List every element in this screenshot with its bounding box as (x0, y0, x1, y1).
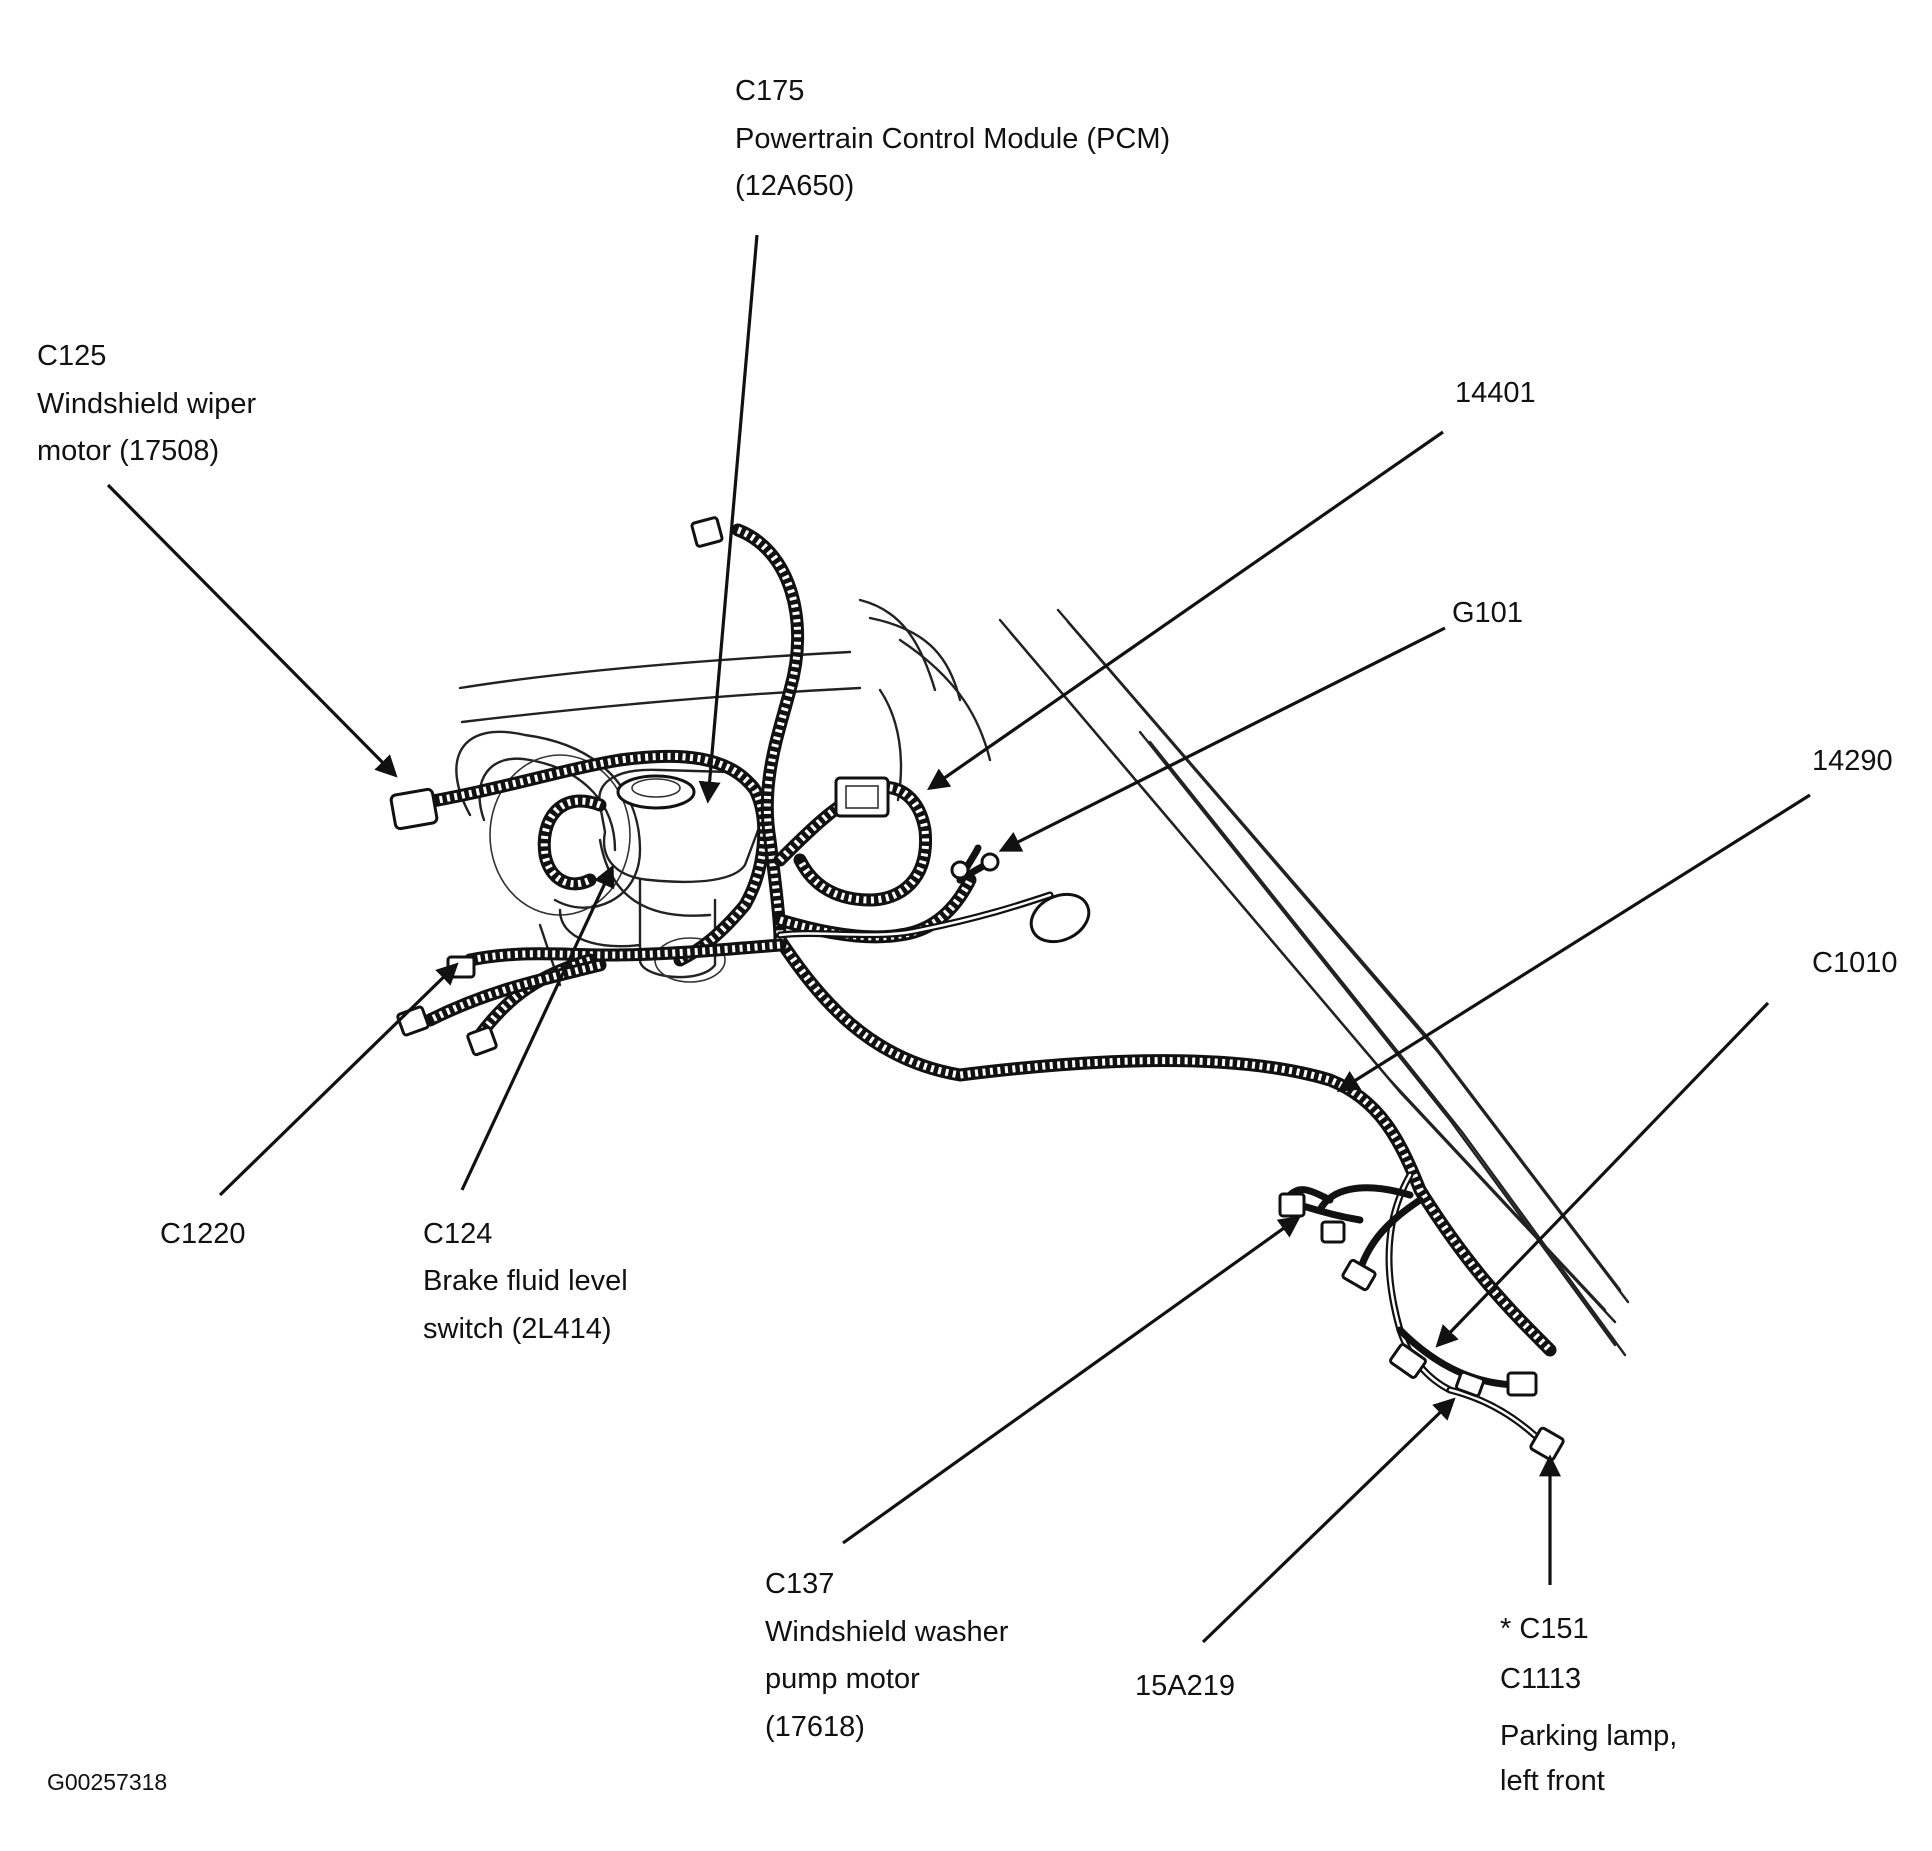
svg-text:Brake fluid level: Brake fluid level (423, 1265, 628, 1297)
svg-text:* C151: * C151 (1500, 1613, 1589, 1645)
callout-c1220: C1220 (160, 1218, 245, 1250)
svg-text:Windshield wiper: Windshield wiper (37, 388, 257, 420)
leader-15a219 (1201, 1397, 1456, 1644)
svg-text:G101: G101 (1452, 597, 1523, 629)
svg-text:left front: left front (1500, 1765, 1605, 1797)
leader-c1010 (1435, 1001, 1770, 1348)
callout-c151: * C151 C1113 Parking lamp, left front (1500, 1613, 1677, 1797)
leader-g101 (998, 626, 1446, 852)
svg-text:C125: C125 (37, 340, 106, 372)
callout-c137: C137 Windshield washer pump motor (17618… (765, 1568, 1009, 1743)
callout-c1010: C1010 (1812, 947, 1897, 979)
callout-15a219: 15A219 (1135, 1670, 1235, 1702)
vehicle-body-outline (455, 598, 1630, 1357)
svg-text:motor (17508): motor (17508) (37, 435, 219, 467)
leader-c175 (698, 234, 759, 804)
leader-14401 (926, 430, 1444, 791)
svg-text:14290: 14290 (1812, 745, 1893, 777)
leader-c125 (106, 483, 398, 778)
svg-text:15A219: 15A219 (1135, 1670, 1235, 1702)
svg-text:C1220: C1220 (160, 1218, 245, 1250)
svg-text:Windshield washer: Windshield washer (765, 1616, 1009, 1648)
svg-text:(17618): (17618) (765, 1711, 865, 1743)
svg-text:C124: C124 (423, 1218, 492, 1250)
svg-text:switch (2L414): switch (2L414) (423, 1313, 612, 1345)
callout-c124: C124 Brake fluid level switch (2L414) (423, 1218, 628, 1345)
svg-text:C1113: C1113 (1500, 1663, 1581, 1695)
leader-c1220 (218, 962, 459, 1197)
callout-c175: C175 Powertrain Control Module (PCM) (12… (735, 75, 1170, 202)
callout-c125: C125 Windshield wiper motor (17508) (37, 340, 257, 467)
svg-text:C137: C137 (765, 1568, 834, 1600)
svg-text:Parking lamp,: Parking lamp, (1500, 1720, 1677, 1752)
callout-14290: 14290 (1812, 745, 1893, 777)
svg-text:C175: C175 (735, 75, 804, 107)
svg-text:(12A650): (12A650) (735, 170, 854, 202)
figure-id: G00257318 (47, 1769, 167, 1795)
callout-14401: 14401 (1455, 377, 1536, 409)
svg-text:C1010: C1010 (1812, 947, 1897, 979)
leader-c124 (460, 864, 615, 1191)
leader-c137 (842, 1215, 1301, 1545)
svg-text:14401: 14401 (1455, 377, 1536, 409)
leader-lines (106, 234, 1811, 1644)
callout-g101: G101 (1452, 597, 1523, 629)
svg-text:pump motor: pump motor (765, 1663, 920, 1695)
leader-14290 (1336, 793, 1811, 1092)
svg-text:Powertrain Control Module (PCM: Powertrain Control Module (PCM) (735, 123, 1170, 155)
connectors (389, 516, 1565, 1462)
main-harness (403, 523, 1557, 1357)
